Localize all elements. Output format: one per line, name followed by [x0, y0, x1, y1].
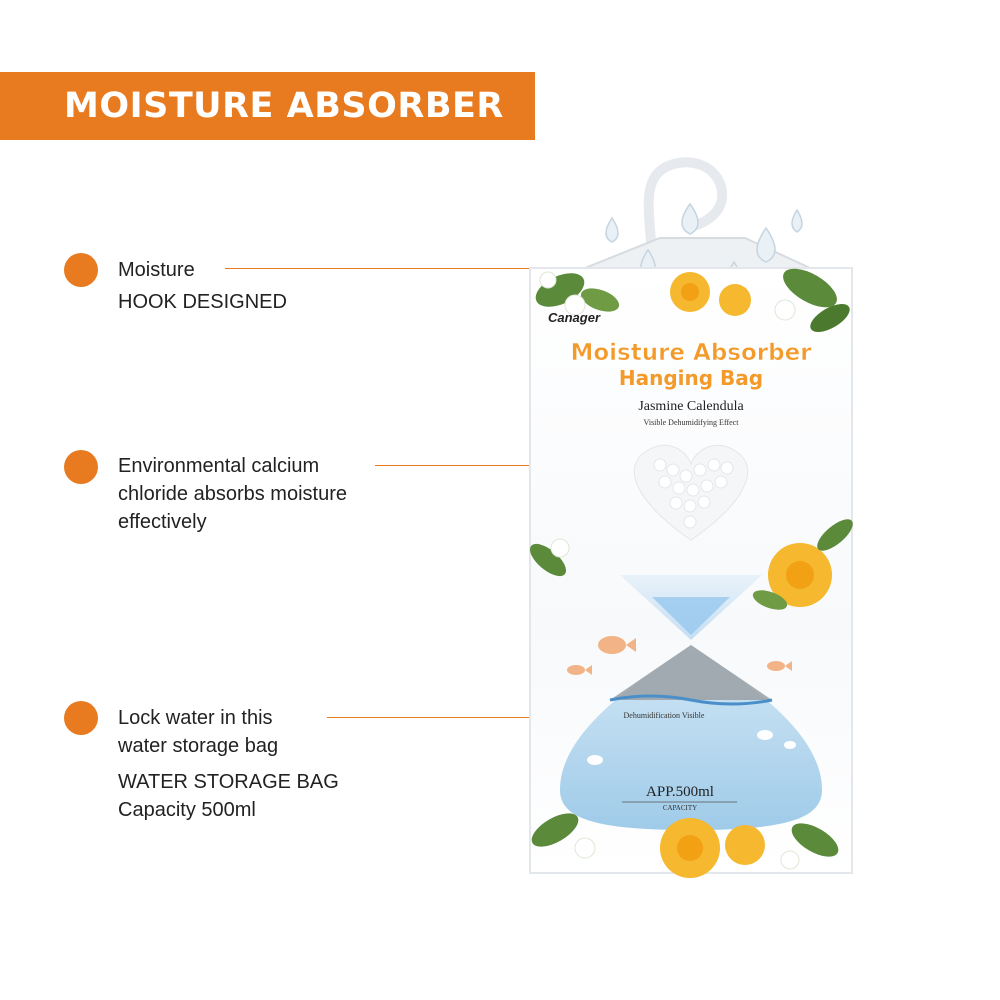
- calcium-chloride-heart: [633, 444, 749, 541]
- hanger-hook-icon: [584, 157, 811, 269]
- funnel-arrows-icon: [620, 575, 762, 640]
- feature-line: Moisture: [118, 259, 195, 281]
- feature-text-water-bag: Lock water in this water storage bag WAT…: [118, 704, 339, 824]
- feature-bullet-water-bag: [64, 701, 98, 735]
- water-storage-chamber: [560, 645, 822, 830]
- feature-line: water storage bag: [118, 735, 279, 757]
- feature-line: WATER STORAGE BAG: [118, 771, 339, 793]
- leader-line-hook: [225, 268, 621, 269]
- fish-icons: [567, 636, 792, 675]
- top-flowers-decoration: [535, 268, 850, 332]
- capacity-label: CAPACITY: [663, 804, 697, 812]
- header-banner: MOISTURE ABSORBER: [0, 72, 535, 140]
- leader-line-water-bag: [327, 717, 617, 718]
- feature-bullet-calcium: [64, 450, 98, 484]
- feature-line: chloride absorbs moisture: [118, 483, 347, 505]
- feature-bullet-hook: [64, 253, 98, 287]
- feature-text-calcium: Environmental calcium chloride absorbs m…: [118, 452, 347, 536]
- product-title-line1: Moisture Absorber: [570, 340, 812, 366]
- feature-text-hook: Moisture HOOK DESIGNED: [118, 256, 287, 316]
- water-label: Dehumidification Visible: [624, 711, 705, 720]
- feature-line: effectively: [118, 511, 207, 533]
- brand-label: Canager: [548, 310, 601, 325]
- scent-label: Jasmine Calendula: [638, 399, 744, 414]
- tagline-label: Visible Dehumidifying Effect: [644, 418, 740, 427]
- product-title-line2: Hanging Bag: [619, 366, 763, 390]
- feature-line: Lock water in this: [118, 707, 273, 729]
- middle-flowers-decoration: [529, 519, 853, 610]
- capacity-value: APP.500ml: [646, 784, 714, 800]
- feature-line: Capacity 500ml: [118, 799, 256, 821]
- leader-line-calcium: [375, 465, 653, 466]
- feature-line: HOOK DESIGNED: [118, 291, 287, 313]
- bottom-flowers-decoration: [531, 813, 839, 878]
- banner-title: MOISTURE ABSORBER: [64, 86, 504, 126]
- feature-line: Environmental calcium: [118, 455, 320, 477]
